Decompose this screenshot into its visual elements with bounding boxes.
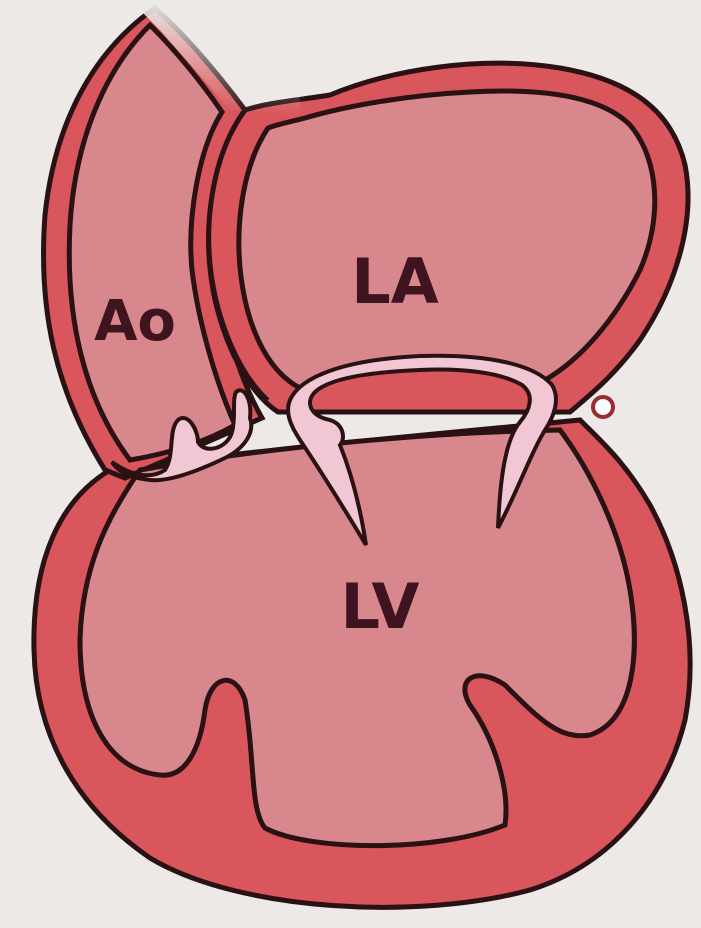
coronary-vessel bbox=[593, 397, 613, 417]
label-ao: Ao bbox=[94, 289, 176, 354]
label-la: LA bbox=[351, 245, 439, 318]
left-atrium-cavity bbox=[239, 91, 655, 388]
label-lv: LV bbox=[341, 570, 420, 643]
